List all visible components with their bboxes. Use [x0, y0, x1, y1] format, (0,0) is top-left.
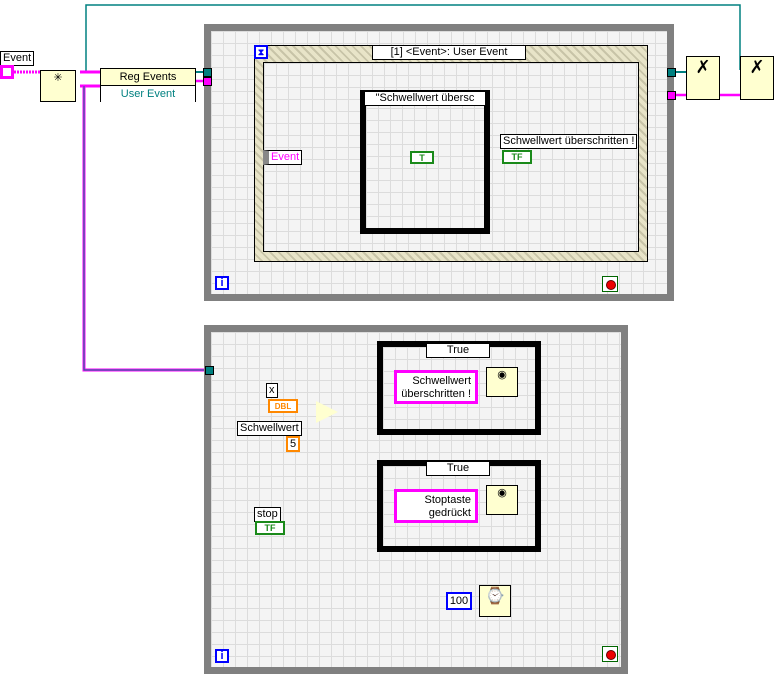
stop-terminal-bottom[interactable]	[602, 646, 618, 662]
x-label: x	[266, 383, 278, 398]
tunnel	[205, 366, 214, 375]
destroy-user-event-node[interactable]: ✗	[740, 56, 774, 100]
case1-message[interactable]: Schwellwert überschritten !	[394, 370, 478, 404]
tunnel	[203, 77, 212, 86]
register-events-node[interactable]: Reg Events User Event	[100, 68, 196, 102]
inner-case-selector[interactable]: "Schwellwert übersc	[364, 91, 486, 106]
x-control[interactable]: DBL	[268, 399, 298, 413]
event-data-node[interactable]: Event	[263, 150, 303, 165]
stop-button-control[interactable]: TF	[255, 521, 285, 535]
stop-terminal-top[interactable]	[602, 276, 618, 292]
user-event-selector[interactable]: User Event	[101, 85, 195, 102]
wait-ms-constant[interactable]: 100	[446, 592, 472, 610]
indicator-label: Schwellwert überschritten !	[500, 134, 638, 149]
stop-label: stop	[254, 507, 281, 522]
case2-message[interactable]: Stoptaste gedrückt	[394, 489, 478, 523]
greater-than-node[interactable]	[316, 401, 338, 423]
unregister-events-node[interactable]: ✗	[686, 56, 720, 100]
tunnel	[203, 68, 212, 77]
generate-user-event-node-2[interactable]: ◉	[486, 485, 518, 515]
case2-selector[interactable]: True	[426, 461, 490, 476]
iteration-terminal: i	[215, 649, 229, 663]
event-case-selector[interactable]: [1] <Event>: User Event	[372, 45, 526, 60]
schwellwert-constant[interactable]: 5	[286, 436, 300, 452]
generate-user-event-node-1[interactable]: ◉	[486, 367, 518, 397]
tunnel	[667, 68, 676, 77]
timeout-icon: ⧗	[254, 45, 268, 59]
iteration-terminal: i	[215, 276, 229, 290]
event-control[interactable]	[0, 65, 14, 79]
tunnel	[667, 91, 676, 100]
create-user-event-node[interactable]: ✳	[40, 70, 76, 102]
schwellwert-label: Schwellwert	[237, 421, 302, 436]
threshold-indicator[interactable]: TF	[502, 150, 532, 164]
true-constant[interactable]: T	[410, 151, 434, 164]
event-label: Event	[0, 51, 35, 66]
case1-selector[interactable]: True	[426, 343, 490, 358]
wait-node[interactable]: ⌚	[479, 585, 511, 617]
reg-events-title: Reg Events	[119, 71, 177, 83]
